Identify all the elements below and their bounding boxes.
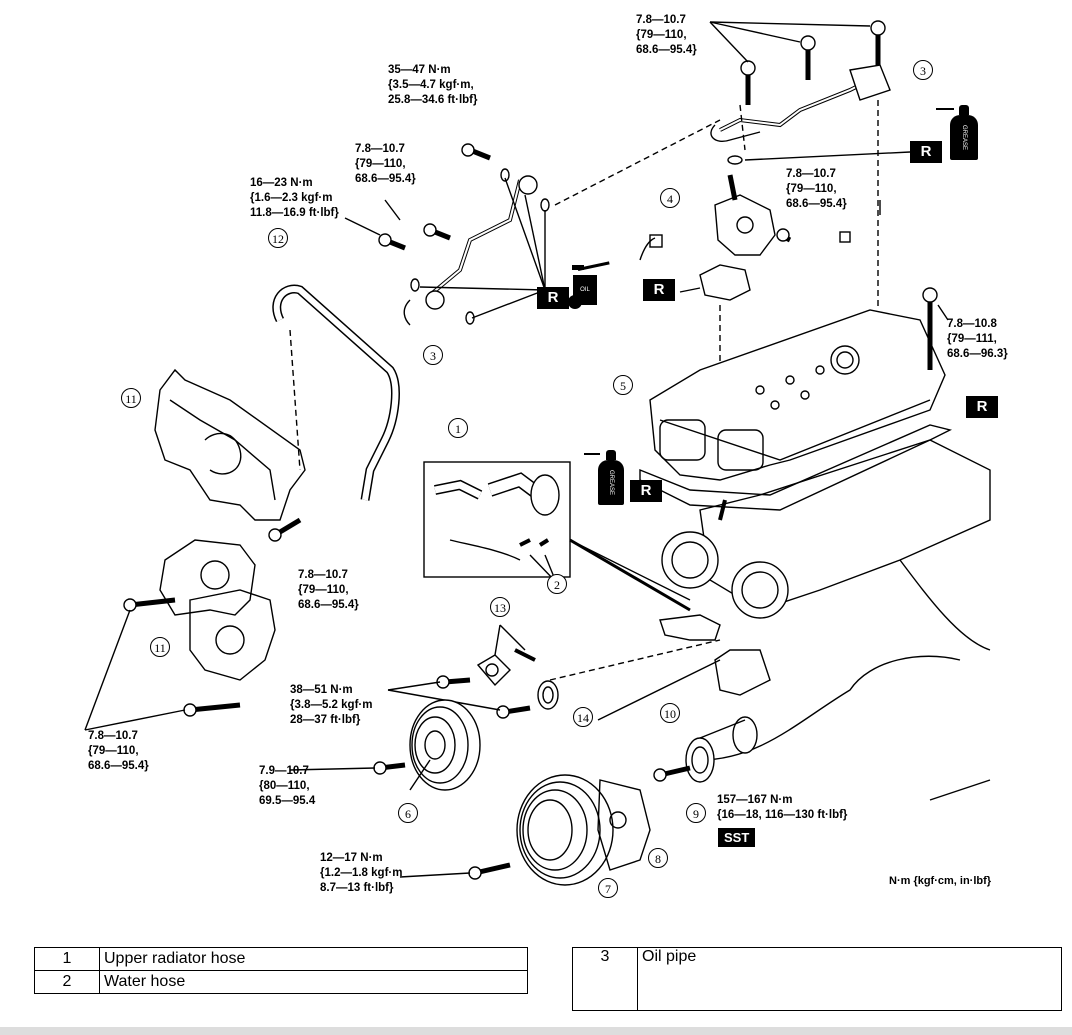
- sst-badge: SST: [718, 828, 756, 847]
- part-name: Water hose: [99, 970, 528, 994]
- spec-oil-pipe-banjo: 35—47 N·m {3.5—4.7 kgf·m, 25.8—34.6 ft·l…: [388, 64, 478, 106]
- spec-oil-pipe-lower: 16—23 N·m {1.6—2.3 kgf·m 11.8—16.9 ft·lb…: [250, 177, 339, 219]
- grease-can-middle: GREASE: [584, 450, 624, 505]
- spec-timing-cover-lower: 7.8—10.7 {79—110, 68.6—95.4}: [88, 730, 149, 772]
- grease-can-top: GREASE: [936, 105, 978, 160]
- leader-lines: [344, 199, 881, 236]
- exploded-engine-diagram: [84, 20, 991, 886]
- spec-head-cover-bolt: 7.8—10.8 {79—111, 68.6—96.3}: [947, 318, 1008, 360]
- timing-belt: [272, 284, 400, 501]
- oil-can: OIL: [560, 261, 610, 313]
- replace-badge: R: [966, 396, 998, 418]
- part-name: Oil pipe: [637, 947, 1062, 1011]
- water-hose-inset: [423, 461, 691, 612]
- crankshaft-sprocket: [653, 716, 758, 783]
- crankshaft-pulley: [399, 774, 651, 886]
- oil-pipe: [378, 119, 721, 326]
- callout-14: 14: [573, 707, 593, 727]
- callout-9: 9: [686, 803, 706, 823]
- replace-badge: R: [910, 141, 942, 163]
- callout-7: 7: [598, 878, 618, 898]
- callout-12: 12: [268, 228, 288, 248]
- cylinder-head-cover: [639, 287, 953, 511]
- upper-timing-cover: [154, 368, 306, 521]
- grease-label: GREASE: [598, 460, 624, 505]
- water-pump-pulley: [289, 699, 481, 791]
- bottom-rule: [0, 1027, 1072, 1035]
- table-row: 2 Water hose: [34, 970, 528, 994]
- callout-3: 3: [913, 60, 933, 80]
- replace-badge: R: [537, 287, 569, 309]
- callout-4: 4: [660, 188, 680, 208]
- table-row: 1 Upper radiator hose: [34, 947, 528, 971]
- water-pump-outlet: [659, 614, 771, 696]
- callout-3b: 3: [423, 345, 443, 365]
- spec-top-right-bolts: 7.8—10.7 {79—110, 68.6—95.4}: [636, 14, 697, 56]
- replace-badge: R: [643, 279, 675, 301]
- lower-timing-cover: [159, 539, 276, 681]
- spec-tensioner: 38—51 N·m {3.8—5.2 kgf·m 28—37 ft·lbf}: [290, 684, 373, 726]
- spec-pulley-bolt: 7.9—10.7 {80—110, 69.5—95.4: [259, 765, 316, 807]
- table-row: 3 Oil pipe: [572, 947, 1062, 1011]
- callout-8: 8: [648, 848, 668, 868]
- part-name: Upper radiator hose: [99, 947, 528, 971]
- callout-11a: 11: [121, 388, 141, 408]
- callout-1: 1: [448, 418, 468, 438]
- water-outlet-housing: [639, 174, 851, 390]
- spec-thermostat-bolt: 7.8—10.7 {79—110, 68.6—95.4}: [786, 168, 847, 210]
- spec-oil-pipe-bracket: 7.8—10.7 {79—110, 68.6—95.4}: [355, 143, 416, 185]
- callout-11b: 11: [150, 637, 170, 657]
- camshaft-sprockets: [661, 499, 789, 619]
- replace-badge: R: [630, 480, 662, 502]
- callout-2: 2: [547, 574, 567, 594]
- part-number: 3: [572, 947, 638, 1011]
- top-oil-pipe: [709, 20, 911, 310]
- bolts-left: [84, 517, 302, 731]
- callout-5: 5: [613, 375, 633, 395]
- part-number: 1: [34, 947, 100, 971]
- callout-10: 10: [660, 703, 680, 723]
- part-number: 2: [34, 970, 100, 994]
- units-legend: N·m {kgf·cm, in·lbf}: [889, 875, 992, 887]
- callout-13: 13: [490, 597, 510, 617]
- callout-6: 6: [398, 803, 418, 823]
- parts-table-left: 1 Upper radiator hose 2 Water hose: [34, 947, 528, 994]
- spec-crank-bolt: 157—167 N·m {16—18, 116—130 ft·lbf}: [717, 794, 848, 821]
- spec-crank-pulley-bolt: 12—17 N·m {1.2—1.8 kgf·m 8.7—13 ft·lbf}: [320, 852, 403, 894]
- parts-table-right: 3 Oil pipe: [572, 947, 1062, 1011]
- grease-label: GREASE: [950, 115, 978, 160]
- spec-timing-cover-upper: 7.8—10.7 {79—110, 68.6—95.4}: [298, 569, 359, 611]
